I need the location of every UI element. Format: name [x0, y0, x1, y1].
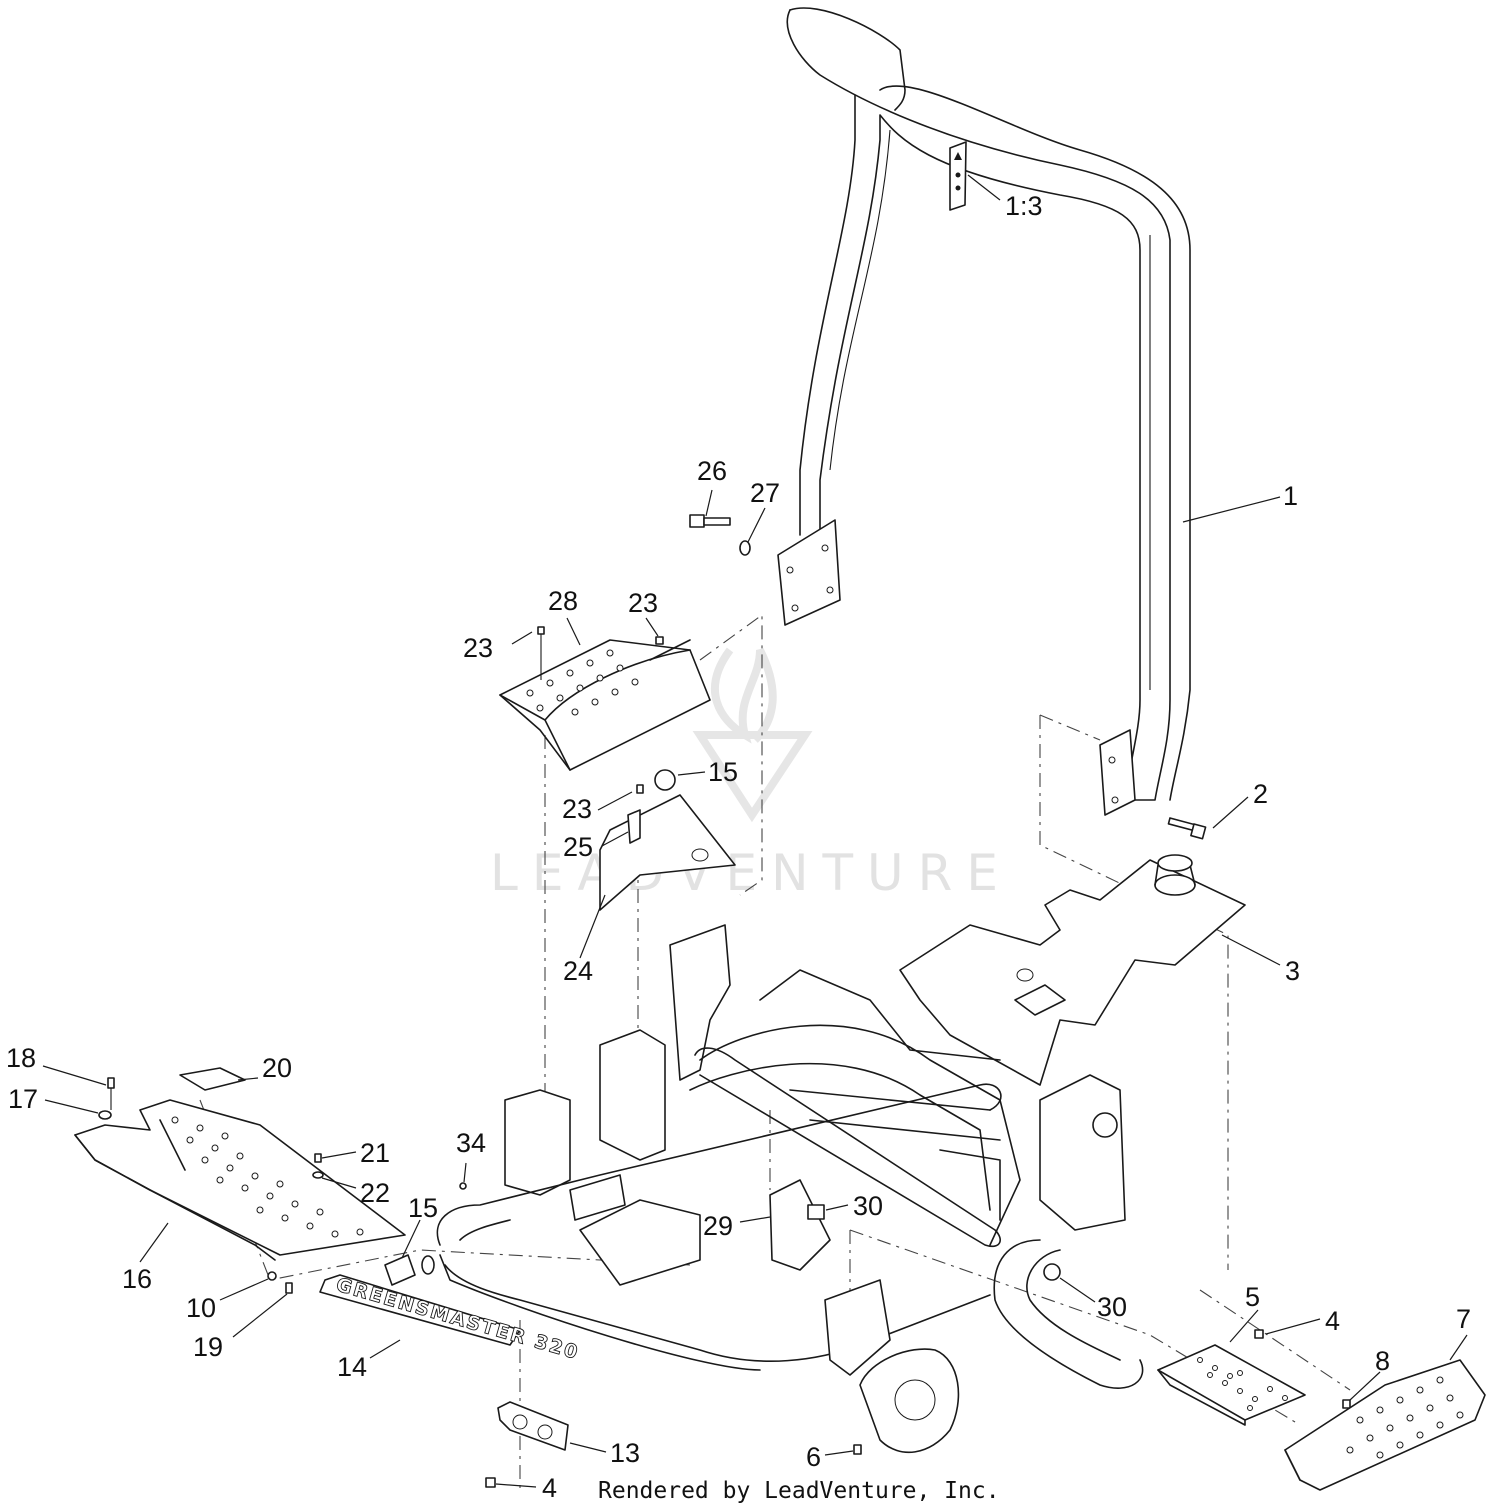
- callout-1: 1: [1283, 481, 1298, 511]
- leader-lines: [42, 174, 1468, 1488]
- bracket-29: [769, 1179, 831, 1271]
- cover-shield: [499, 639, 711, 771]
- callout-13: 13: [610, 1438, 640, 1468]
- bracket-13: [497, 1401, 569, 1451]
- callout-24: 24: [563, 956, 593, 986]
- callout-18: 18: [6, 1043, 36, 1073]
- nut-30a: [807, 1204, 825, 1220]
- callout-16: 16: [122, 1264, 152, 1294]
- screws-23: [537, 626, 664, 794]
- washer-27: [739, 540, 751, 556]
- screws-left: [98, 1077, 324, 1294]
- decal-greensmaster: GREENSMASTER 320: [319, 1273, 582, 1365]
- platform-right-holes: [1346, 1376, 1464, 1459]
- step-holes: [1197, 1357, 1288, 1411]
- watermark: LEADVENTURE: [490, 647, 1012, 902]
- screw-6: [853, 1444, 862, 1455]
- platform-step: [1157, 1344, 1306, 1426]
- decal-greensmaster-text: GREENSMASTER 320: [334, 1274, 582, 1365]
- callout-34: 34: [456, 1128, 486, 1158]
- callout-27: 27: [750, 478, 780, 508]
- callout-7: 7: [1456, 1304, 1471, 1334]
- callout-30-a: 30: [853, 1191, 883, 1221]
- callout-22: 22: [360, 1178, 390, 1208]
- callouts: 1:3 1 2 3 26 27 28 23 23 15 23 25 24 18 …: [6, 191, 1471, 1503]
- callout-10: 10: [186, 1293, 216, 1323]
- callout-25: 25: [563, 832, 593, 862]
- decal-20: [179, 1067, 246, 1091]
- callout-6: 6: [806, 1442, 821, 1472]
- footer-credit: Rendered by LeadVenture, Inc.: [598, 1478, 1000, 1504]
- callout-4-a: 4: [542, 1473, 557, 1503]
- callout-28: 28: [548, 586, 578, 616]
- frame-plate: [899, 854, 1246, 1086]
- callout-23-b: 23: [628, 588, 658, 618]
- pin-34: [459, 1182, 467, 1190]
- nut-30b: [1043, 1263, 1061, 1281]
- callout-30-b: 30: [1097, 1292, 1127, 1322]
- callout-8: 8: [1375, 1346, 1390, 1376]
- callout-2: 2: [1253, 779, 1268, 809]
- rubber-bumper-15b: [384, 1254, 435, 1286]
- rubber-bumper-15a: [654, 769, 676, 791]
- callout-3: 3: [1285, 956, 1300, 986]
- shield-holes: [526, 649, 639, 716]
- bolt-26: [689, 514, 731, 528]
- assembly-lines: [199, 613, 1351, 1490]
- callout-19: 19: [193, 1332, 223, 1362]
- roll-bar-decal: [949, 141, 967, 211]
- roll-bar: [777, 7, 1191, 816]
- watermark-text: LEADVENTURE: [490, 844, 1012, 902]
- callout-14: 14: [337, 1352, 367, 1382]
- callout-23-c: 23: [562, 794, 592, 824]
- screw-4b: [1254, 1329, 1264, 1339]
- callout-4-b: 4: [1325, 1306, 1340, 1336]
- cover-bracket: [599, 769, 736, 911]
- callout-1-3: 1:3: [1005, 191, 1043, 221]
- callout-23-a: 23: [463, 633, 493, 663]
- platform-left-holes: [171, 1116, 364, 1238]
- callout-15-a: 15: [708, 757, 738, 787]
- callout-17: 17: [8, 1084, 38, 1114]
- screw-4a: [485, 1477, 496, 1488]
- platform-left: [74, 1099, 406, 1261]
- callout-26: 26: [697, 456, 727, 486]
- callout-15-b: 15: [408, 1193, 438, 1223]
- screw-8: [1342, 1399, 1351, 1409]
- watermark-logo-icon: [692, 647, 813, 823]
- callout-20: 20: [262, 1053, 292, 1083]
- platform-right: [1284, 1359, 1486, 1491]
- callout-29: 29: [703, 1211, 733, 1241]
- callout-5: 5: [1245, 1282, 1260, 1312]
- bolt-2: [1167, 817, 1207, 840]
- frame: [436, 924, 1144, 1454]
- callout-21: 21: [360, 1138, 390, 1168]
